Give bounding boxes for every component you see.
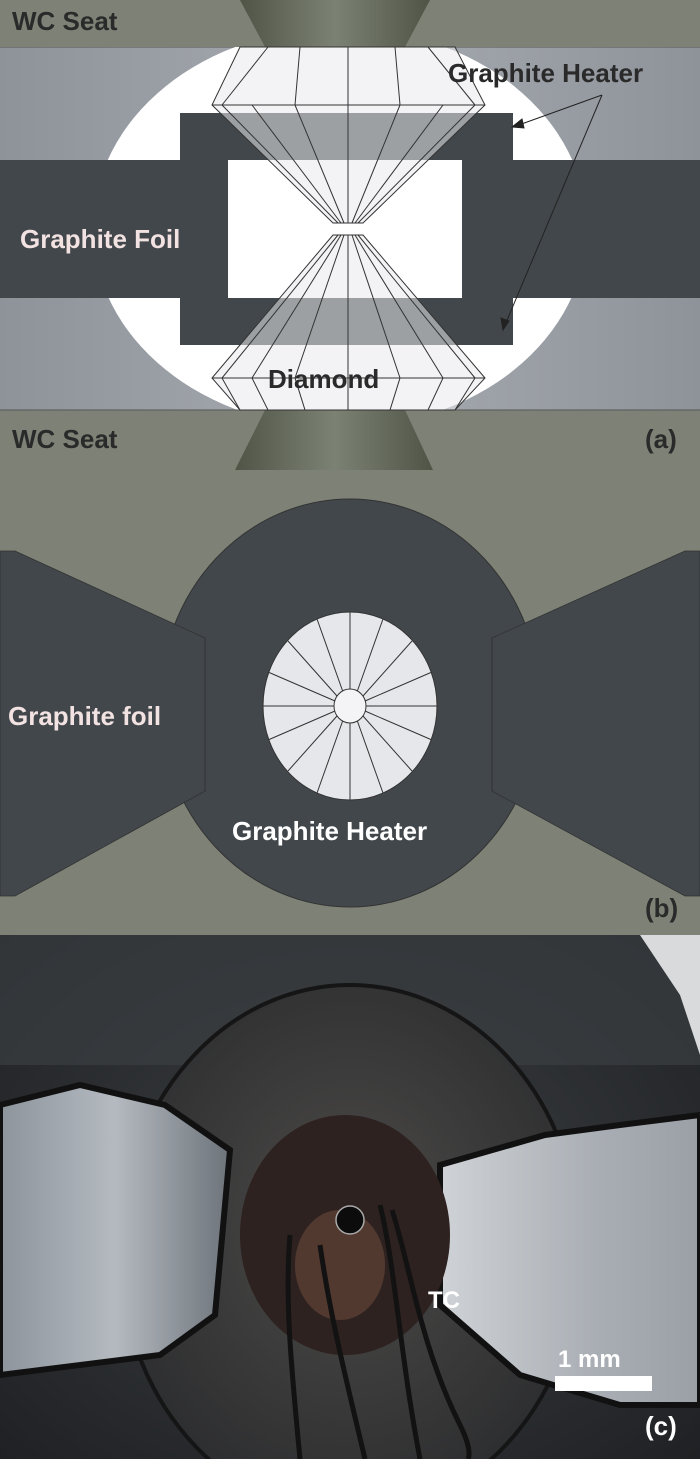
heater-arrows: [500, 94, 603, 332]
panel-c-photograph: TC 1 mm (c): [0, 935, 700, 1459]
graphite-foil-right: [462, 160, 700, 298]
panel-tag-b: (b): [645, 893, 678, 923]
panel-a-cross-section: WC Seat Graphite Heater Graphite Foil Di…: [0, 0, 700, 470]
label-graphite-foil: Graphite foil: [8, 701, 161, 731]
graphite-foil-left: [0, 160, 228, 298]
label-wc-seat-top: WC Seat: [12, 6, 118, 36]
diamond-top-view: [262, 611, 438, 801]
panel-tag-c: (c): [645, 1411, 677, 1441]
sample-photo: TC 1 mm (c): [0, 935, 700, 1459]
anvil-bottom: [235, 410, 433, 470]
graphite-foil-right: [491, 550, 700, 897]
label-graphite-foil: Graphite Foil: [20, 224, 180, 254]
anvil-top: [240, 0, 430, 47]
graphite-foil-left: [0, 550, 206, 897]
label-graphite-heater: Graphite Heater: [448, 58, 643, 88]
top-view-diagram: Graphite foil Graphite Heater (b): [0, 470, 700, 935]
panel-b-top-view: Graphite foil Graphite Heater (b): [0, 470, 700, 935]
diamond-top: [211, 46, 486, 224]
label-diamond: Diamond: [268, 364, 379, 394]
thermocouple-wires: [285, 1204, 472, 1459]
label-wc-seat-bottom: WC Seat: [12, 424, 118, 454]
culet-hole: [335, 1205, 365, 1235]
cross-section-diagram: WC Seat Graphite Heater Graphite Foil Di…: [0, 0, 700, 470]
scale-bar: [555, 1376, 652, 1391]
scale-bar-label: 1 mm: [558, 1346, 621, 1373]
diamond-bottom: [211, 234, 486, 411]
label-tc: TC: [428, 1287, 460, 1314]
foil-right: [437, 1111, 700, 1408]
label-graphite-heater: Graphite Heater: [232, 816, 427, 846]
panel-tag-a: (a): [645, 424, 677, 454]
foil-left: [0, 1081, 234, 1379]
